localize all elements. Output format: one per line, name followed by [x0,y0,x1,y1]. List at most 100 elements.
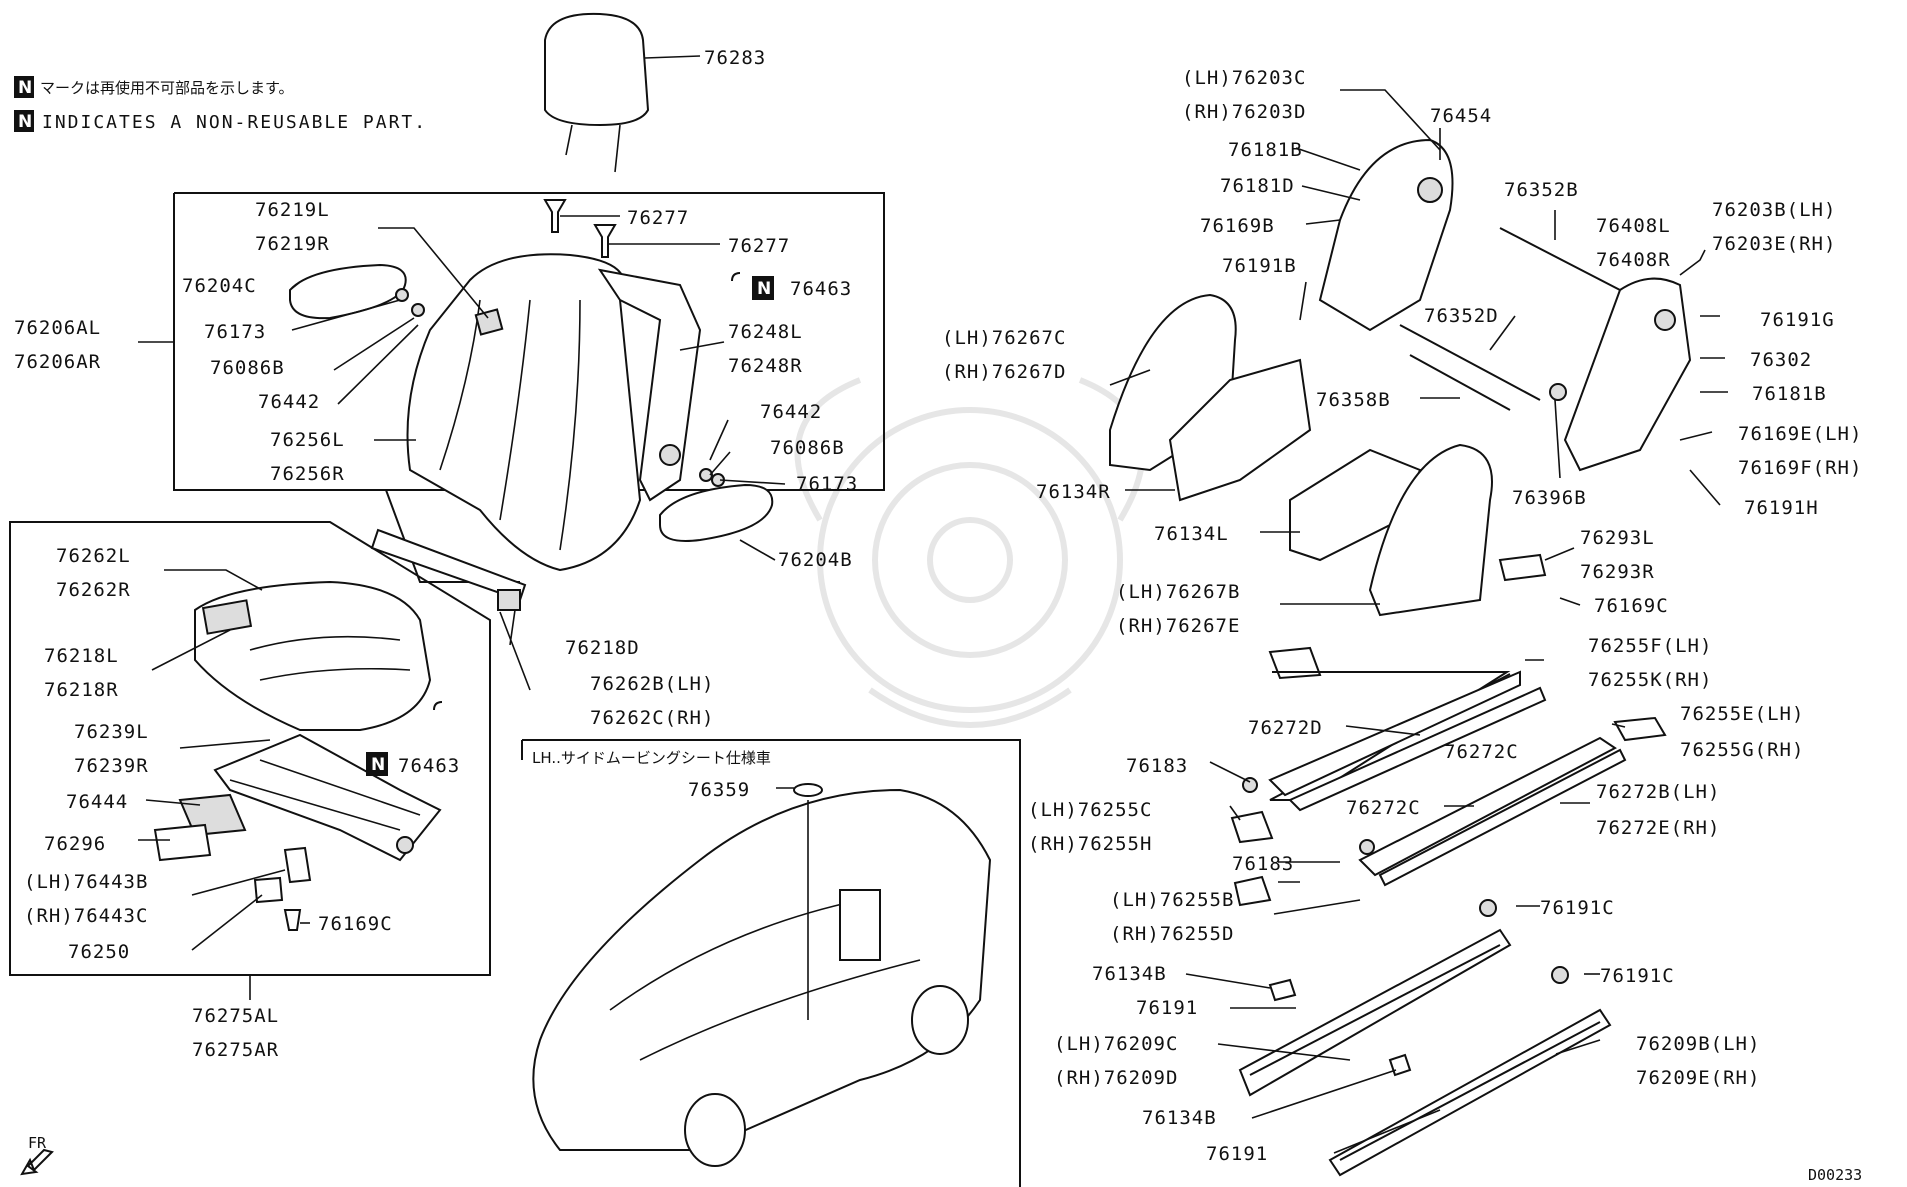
callout-76463-b: 76463 [398,755,460,777]
callout-76191H: 76191H [1744,497,1819,519]
callout-76255D: (RH)76255D [1110,923,1234,945]
callout-76169B: 76169B [1200,215,1275,237]
callout-76255G: 76255G(RH) [1680,739,1804,761]
armrest-left-drawing [289,263,407,320]
seat-cover-rh-drawing [1368,443,1493,617]
callout-76275AR: 76275AR [192,1039,279,1061]
seat-cushion-drawing [153,528,527,931]
drawing-code: D00233 [1808,1166,1862,1184]
callout-76408L: 76408L [1596,215,1671,237]
callout-76352D: 76352D [1424,305,1499,327]
recliner-assembly-drawing [1109,138,1692,617]
callout-76256L: 76256L [270,429,345,451]
callout-76191B: 76191B [1222,255,1297,277]
callout-76359: 76359 [688,779,750,801]
callout-76272D: 76272D [1248,717,1323,739]
legend-badge-letter: N [18,78,32,98]
callout-76191G: 76191G [1760,309,1835,331]
callout-76219R: 76219R [255,233,330,255]
callout-76219L: 76219L [255,199,330,221]
callout-76262B: 76262B(LH) [590,673,714,695]
front-direction-arrow-icon [20,1148,54,1176]
callout-76209B: 76209B(LH) [1636,1033,1760,1055]
callout-76283: 76283 [704,47,766,69]
callout-76203D: (RH)76203D [1182,101,1306,123]
callout-76272E: 76272E(RH) [1596,817,1720,839]
callout-76218R: 76218R [44,679,119,701]
non-reusable-badge-icon [14,76,34,98]
legend-japanese-text: マークは再使用不可部品を示します。 [40,79,294,97]
non-reusable-badge-icon [14,110,34,132]
callout-76239R: 76239R [74,755,149,777]
callout-76293L: 76293L [1580,527,1655,549]
callout-76169F: 76169F(RH) [1738,457,1862,479]
callout-76275AL: 76275AL [192,1005,279,1027]
callout-76181D: 76181D [1220,175,1295,197]
callout-76442-b: 76442 [760,401,822,423]
callout-76255H: (RH)76255H [1028,833,1152,855]
callout-76267D: (RH)76267D [942,361,1066,383]
callout-76255E: 76255E(LH) [1680,703,1804,725]
headrest-drawing [544,12,701,173]
callout-76169C-a: 76169C [318,913,393,935]
callout-76444: 76444 [66,791,128,813]
callout-76206AR: 76206AR [14,351,101,373]
callout-76272B: 76272B(LH) [1596,781,1720,803]
callout-76173-a: 76173 [204,321,266,343]
callout-76183-b: 76183 [1232,853,1294,875]
callout-76262R: 76262R [56,579,131,601]
callout-76086B-b: 76086B [770,437,845,459]
legend: N マークは再使用不可部品を示します。 N INDICATES A NON-RE… [14,76,427,133]
recliner-leaders [1109,89,1728,606]
callout-76204C: 76204C [182,275,257,297]
callout-76262C: 76262C(RH) [590,707,714,729]
callout-76442-a: 76442 [258,391,320,413]
callout-76191-b: 76191 [1206,1143,1268,1165]
callout-76272C-a: 76272C [1444,741,1519,763]
callout-76191-a: 76191 [1136,997,1198,1019]
seatback-cushion-drawing [289,199,774,572]
slide-rails-leaders [1185,659,1626,1154]
callout-76203C: (LH)76203C [1182,67,1306,89]
callout-76169E: 76169E(LH) [1738,423,1862,445]
callout-76408R: 76408R [1596,249,1671,271]
legend-english-text: INDICATES A NON-REUSABLE PART. [42,112,427,133]
callout-76443B: (LH)76443B [24,871,148,893]
callout-76204B: 76204B [778,549,853,571]
callout-76209E: 76209E(RH) [1636,1067,1760,1089]
callout-76250: 76250 [68,941,130,963]
callout-76218L: 76218L [44,645,119,667]
callout-76267E: (RH)76267E [1116,615,1240,637]
callout-76255B: (LH)76255B [1110,889,1234,911]
seat-cushion-leaders [138,569,531,951]
callout-76463-a: 76463 [790,278,852,300]
callout-76181B-b: 76181B [1752,383,1827,405]
callout-76218D: 76218D [565,637,640,659]
seatback-leaders [138,215,786,561]
badge-letter: N [757,279,771,299]
badge-letter: N [371,755,385,775]
callout-76181B-a: 76181B [1228,139,1303,161]
callout-76191C-b: 76191C [1600,965,1675,987]
callout-76203E: 76203E(RH) [1712,233,1836,255]
callout-76454: 76454 [1430,105,1492,127]
callout-76134L: 76134L [1154,523,1229,545]
callout-76134R: 76134R [1036,481,1111,503]
callout-76262L: 76262L [56,545,131,567]
armrest-right-drawing [659,483,774,542]
vehicle-inset [521,739,1021,1187]
callout-76302: 76302 [1750,349,1812,371]
callout-76203B: 76203B(LH) [1712,199,1836,221]
legend-badge-letter: N [18,112,32,132]
non-reusable-badge-icon [752,276,774,300]
callout-76443C: (RH)76443C [24,905,148,927]
callout-76209C: (LH)76209C [1054,1033,1178,1055]
callout-76256R: 76256R [270,463,345,485]
callout-76183-a: 76183 [1126,755,1188,777]
callout-76267C: (LH)76267C [942,327,1066,349]
callout-76086B-a: 76086B [210,357,285,379]
callout-76255K: 76255K(RH) [1588,669,1712,691]
non-reusable-badge-icon [366,752,388,776]
